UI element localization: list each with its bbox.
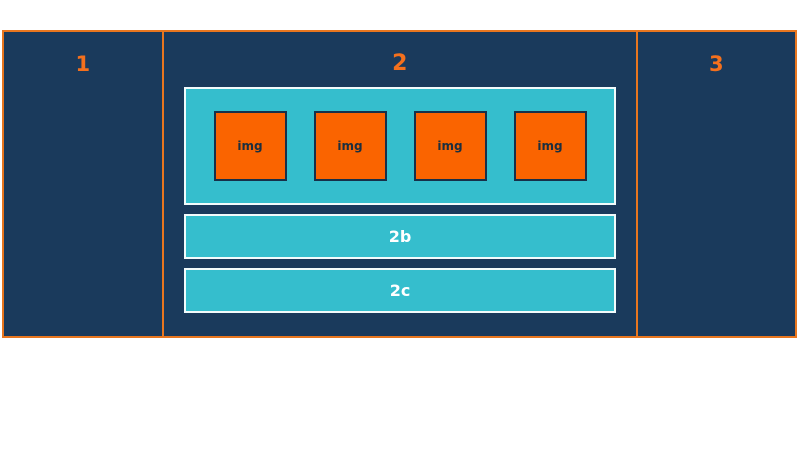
column-one-label: 1 — [75, 52, 91, 76]
image-strip-panel: img img img img — [184, 87, 616, 205]
column-two-content-stack: img img img img 2b 2c — [164, 87, 636, 313]
layout-wireframe-container: 1 2 img img img img 2b — [2, 30, 797, 338]
column-two[interactable]: 2 img img img img 2b — [162, 32, 638, 336]
column-three[interactable]: 3 — [638, 32, 795, 336]
section-bar-2b-label: 2b — [388, 226, 412, 246]
image-placeholder[interactable]: img — [413, 111, 487, 181]
column-three-label: 3 — [708, 52, 725, 76]
column-one[interactable]: 1 — [4, 32, 162, 336]
image-placeholder[interactable]: img — [313, 111, 387, 181]
image-placeholder-label: img — [537, 139, 563, 153]
image-placeholder[interactable]: img — [513, 111, 587, 181]
section-bar-2c-label: 2c — [389, 280, 411, 300]
section-bar-2b[interactable]: 2b — [184, 214, 616, 259]
image-placeholder-label: img — [237, 139, 263, 153]
column-two-label: 2 — [392, 51, 408, 76]
image-placeholder[interactable]: img — [213, 111, 287, 181]
section-bar-2c[interactable]: 2c — [184, 268, 616, 313]
image-placeholder-label: img — [437, 139, 463, 153]
image-placeholder-label: img — [337, 139, 363, 153]
